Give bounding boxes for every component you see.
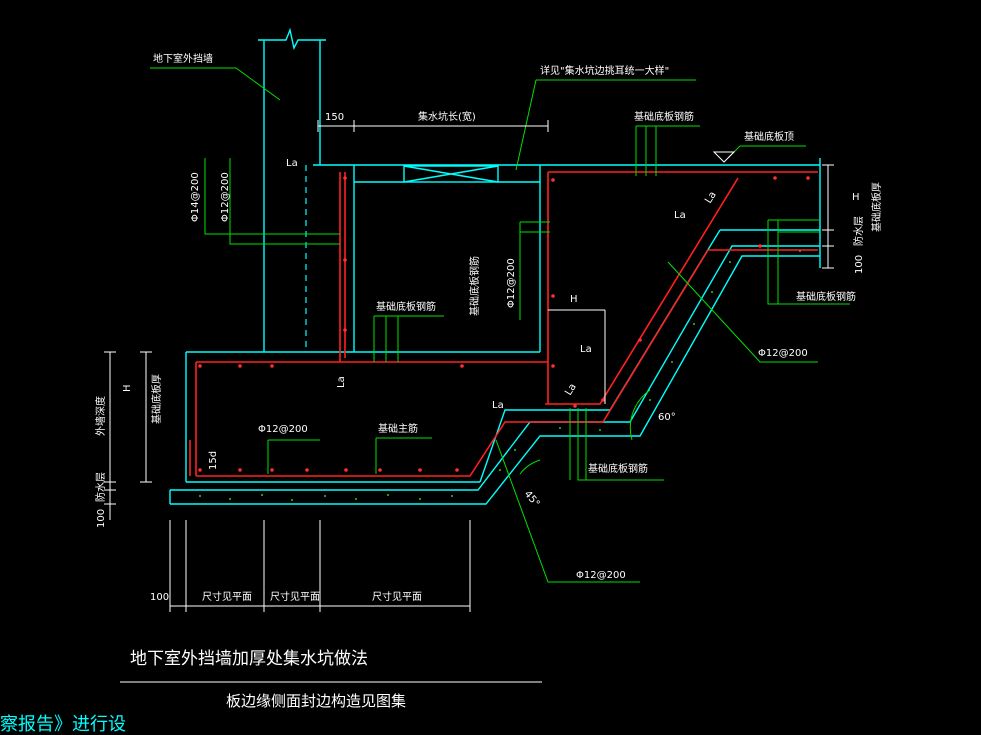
label-detail-ref: 详见"集水坑边挑耳统一大样": [540, 64, 669, 77]
leader-phi-right: [667, 261, 818, 363]
slope-rebar: [545, 177, 739, 405]
leader-slab-rebar-mid: [373, 315, 444, 362]
label-phi14: Φ14@200: [190, 172, 201, 222]
label-dim-100-right: 100: [854, 255, 865, 274]
label-slab-rebar-mid: 基础底板钢筋: [376, 300, 436, 313]
arc-45: [519, 459, 541, 475]
title-block: 地下室外挡墙加厚处集水坑做法 板边缘侧面封边构造见图集: [120, 649, 542, 710]
pit-cover-cross: [403, 165, 499, 183]
label-slab-rebar-bottom: 基础底板钢筋: [588, 462, 648, 475]
leader-main-rebar: [375, 437, 432, 474]
dim-bottom: [169, 520, 471, 612]
leader-wall: [150, 67, 281, 101]
annotations: 地下室外挡墙 详见"集水坑边挑耳统一大样" 150 集水坑长(宽) 基础底板钢筋…: [94, 52, 883, 603]
label-phi12-lower: Φ12@200: [576, 570, 626, 581]
label-dim-100-bottom: 100: [150, 592, 169, 603]
label-la-4: La: [580, 344, 592, 355]
leader-detail: [515, 79, 696, 171]
leader-phi-mid: [519, 221, 550, 320]
dim-h-mid: [548, 309, 606, 404]
leaders: [150, 67, 850, 583]
arc-60: [629, 389, 651, 441]
wall-break-symbol: [258, 27, 326, 51]
dim-right: [822, 164, 834, 269]
label-size-2: 尺寸见平面: [270, 590, 320, 603]
label-phi12-bottom: Φ12@200: [258, 424, 308, 435]
leader-slab-rebar-bottom: [569, 408, 664, 481]
dim-left-inner: [140, 351, 152, 483]
leader-phi-left: [204, 158, 340, 245]
label-la-2: La: [674, 210, 686, 221]
label-la-5: La: [563, 382, 579, 398]
label-size-3: 尺寸见平面: [372, 590, 422, 603]
label-size-1: 尺寸见平面: [202, 590, 252, 603]
corner-text: 察报告》进行设: [0, 714, 126, 735]
bottom-rebar: [196, 249, 818, 477]
drawing-subtitle: 板边缘侧面封边构造见图集: [226, 692, 406, 710]
label-pit-width: 集水坑长(宽): [418, 110, 476, 123]
label-phi12-a: Φ12@200: [220, 172, 231, 222]
dim-left: [104, 351, 116, 520]
label-slab-rebar-right: 基础底板钢筋: [796, 290, 856, 303]
label-slab-top: 基础底板顶: [744, 130, 794, 143]
leader-slab-top: [727, 145, 806, 159]
pit-walls: [353, 182, 541, 352]
label-main-rebar: 基础主筋: [378, 422, 418, 435]
label-slab-rebar-top: 基础底板钢筋: [634, 110, 694, 123]
label-angle-60: 60°: [658, 412, 676, 423]
label-la-1: La: [286, 158, 298, 169]
label-h-left: H: [122, 384, 133, 392]
leader-slab-rebar-right: [767, 219, 850, 305]
leader-phi-bottom: [267, 439, 320, 474]
label-la-6: La: [492, 400, 504, 411]
label-wall: 地下室外挡墙: [153, 52, 213, 65]
label-pit-depth: 外墙深度: [94, 396, 107, 436]
dim-top: [317, 120, 549, 132]
label-phi12-v: Φ12@200: [506, 258, 517, 308]
label-waterproof-left: 防水层: [94, 472, 107, 502]
dimensions: [104, 120, 834, 612]
label-15d: 15d: [208, 451, 219, 470]
label-h-right: H: [852, 192, 860, 203]
rebar: [189, 171, 818, 477]
label-slab-thick-left: 基础底板厚: [150, 374, 163, 424]
label-dim-100-left: 100: [96, 509, 107, 528]
label-la-3: La: [703, 190, 719, 206]
slab-top-symbol: [712, 151, 736, 163]
pit-cover: [403, 165, 499, 183]
label-la-7: La: [336, 376, 347, 388]
label-waterproof-right: 防水层: [852, 216, 865, 246]
label-phi12-right: Φ12@200: [758, 348, 808, 359]
cushion-bottom: [170, 255, 820, 505]
label-slab-thick-right: 基础底板厚: [870, 182, 883, 232]
label-angle-45: 45°: [522, 489, 542, 510]
drawing-title: 地下室外挡墙加厚处集水坑做法: [130, 649, 368, 669]
label-slab-rebar-v: 基础底板钢筋: [468, 256, 481, 316]
label-dim-150: 150: [325, 112, 344, 123]
leader-slab-rebar-top: [635, 125, 700, 176]
cushion-texture: [199, 249, 801, 501]
leader-phi-lower: [495, 439, 640, 583]
label-h-mid: H: [570, 294, 578, 305]
